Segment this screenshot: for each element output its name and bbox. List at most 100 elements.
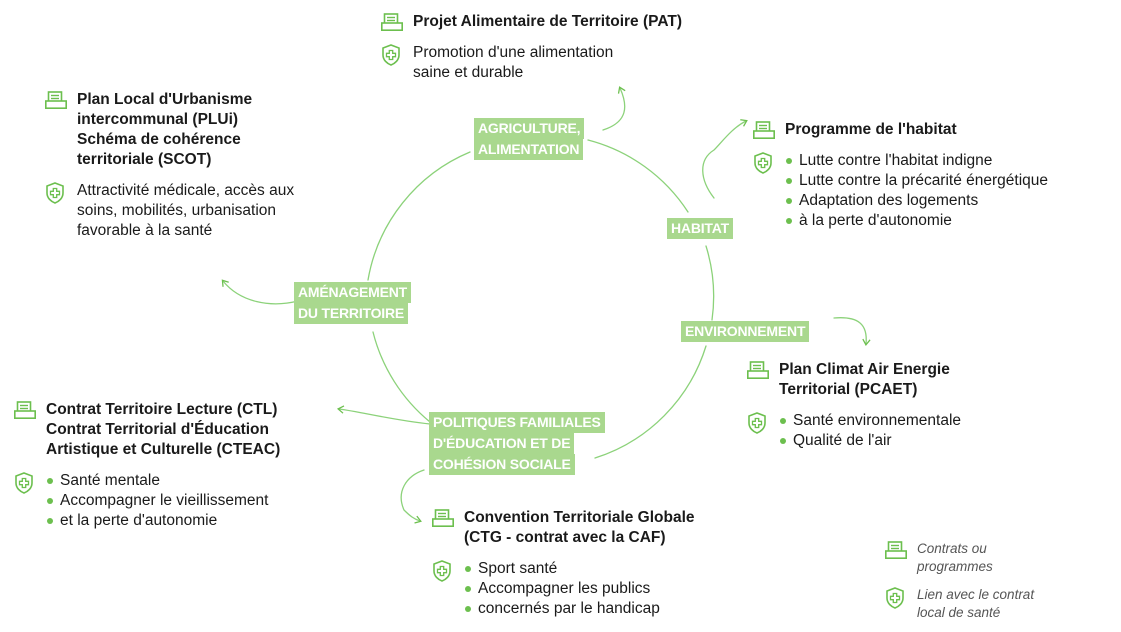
document-icon bbox=[885, 541, 907, 559]
document-icon bbox=[14, 401, 36, 419]
title-line: Schéma de cohérence bbox=[77, 131, 241, 148]
theme-line: AGRICULTURE, bbox=[474, 118, 585, 139]
ctg-bullets: Sport santé Accompagner les publics conc… bbox=[464, 559, 762, 619]
arrow-agriculture bbox=[602, 86, 626, 131]
ctg-title: Convention Territoriale Globale (CTG - c… bbox=[464, 508, 762, 548]
block-ctl: Contrat Territoire Lecture (CTL) Contrat… bbox=[14, 400, 344, 531]
list-item-continuation: concernés par le handicap bbox=[464, 599, 762, 619]
title-line: Plan Local d'Urbanisme bbox=[77, 91, 253, 108]
list-item: Santé environnementale bbox=[779, 411, 1087, 431]
block-plui: Plan Local d'Urbanisme intercommunal (PL… bbox=[45, 90, 375, 241]
title-line: Artistique et Culturelle (CTEAC) bbox=[46, 441, 281, 458]
arc-agriculture-habitat bbox=[587, 139, 689, 213]
title-line: Projet Alimentaire de Territoire (PAT) bbox=[413, 13, 683, 30]
health-shield-icon bbox=[15, 472, 33, 494]
health-shield-icon bbox=[382, 44, 400, 66]
theme-politiques: POLITIQUES FAMILIALES D'ÉDUCATION ET DE … bbox=[429, 412, 605, 475]
ctl-bullets: Santé mentale Accompagner le vieillissem… bbox=[46, 471, 344, 531]
title-line: Programme de l'habitat bbox=[785, 121, 957, 138]
title-row: Plan Local d'Urbanisme intercommunal (PL… bbox=[45, 90, 375, 170]
health-shield-icon bbox=[748, 412, 766, 434]
list-item: Accompagner les publics bbox=[464, 579, 762, 599]
document-icon bbox=[45, 91, 67, 109]
theme-amenagement: AMÉNAGEMENT DU TERRITOIRE bbox=[294, 282, 412, 324]
theme-agriculture: AGRICULTURE, ALIMENTATION bbox=[474, 118, 585, 160]
title-row: Plan Climat Air Energie Territorial (PCA… bbox=[747, 360, 1087, 400]
health-link: Sport santé Accompagner les publics conc… bbox=[432, 559, 762, 619]
list-item: Accompagner le vieillissement bbox=[46, 491, 344, 511]
list-item-continuation: et la perte d'autonomie bbox=[46, 511, 344, 531]
health-line: favorable à la santé bbox=[77, 222, 213, 239]
arc-environnement-politiques bbox=[594, 345, 707, 459]
arrow-amenagement bbox=[221, 279, 299, 305]
title-line: Territorial (PCAET) bbox=[779, 381, 918, 398]
document-icon bbox=[753, 121, 775, 139]
health-line: Attractivité médicale, accès aux bbox=[77, 182, 295, 199]
legend-contracts: Contrats ou programmes bbox=[885, 540, 1105, 576]
theme-line: ALIMENTATION bbox=[474, 139, 584, 160]
title-row: Contrat Territoire Lecture (CTL) Contrat… bbox=[14, 400, 344, 460]
health-link: Lutte contre l'habitat indigne Lutte con… bbox=[753, 151, 1121, 231]
theme-environnement: ENVIRONNEMENT bbox=[681, 321, 810, 342]
health-shield-icon bbox=[886, 587, 904, 609]
legend-line: Contrats ou bbox=[917, 541, 987, 556]
theme-line: HABITAT bbox=[667, 218, 733, 239]
title-line: Convention Territoriale Globale bbox=[464, 509, 695, 526]
pcaet-title: Plan Climat Air Energie Territorial (PCA… bbox=[779, 360, 1087, 400]
theme-line: DU TERRITOIRE bbox=[294, 303, 409, 324]
arrow-politiques-left bbox=[336, 405, 431, 425]
pcaet-bullets: Santé environnementale Qualité de l'air bbox=[779, 411, 1087, 451]
title-line: Contrat Territoire Lecture (CTL) bbox=[46, 401, 278, 418]
health-line: Promotion d'une alimentation bbox=[413, 44, 614, 61]
theme-line: COHÉSION SOCIALE bbox=[429, 454, 575, 475]
legend: Contrats ou programmes Lien avec le cont… bbox=[885, 540, 1105, 622]
list-item: Sport santé bbox=[464, 559, 762, 579]
arrow-environnement bbox=[833, 317, 871, 347]
health-link: Santé mentale Accompagner le vieillissem… bbox=[14, 471, 344, 531]
legend-health: Lien avec le contrat local de santé bbox=[885, 586, 1105, 622]
block-ctg: Convention Territoriale Globale (CTG - c… bbox=[432, 508, 762, 619]
legend-line: Lien avec le contrat bbox=[917, 587, 1035, 602]
list-item: Santé mentale bbox=[46, 471, 344, 491]
arc-habitat-environnement bbox=[705, 245, 715, 321]
document-icon bbox=[432, 509, 454, 527]
health-link: Attractivité médicale, accès aux soins, … bbox=[45, 181, 375, 241]
title-line: Contrat Territorial d'Éducation bbox=[46, 421, 269, 438]
theme-line: POLITIQUES FAMILIALES bbox=[429, 412, 605, 433]
plui-title: Plan Local d'Urbanisme intercommunal (PL… bbox=[77, 90, 375, 170]
title-row: Convention Territoriale Globale (CTG - c… bbox=[432, 508, 762, 548]
document-icon bbox=[747, 361, 769, 379]
list-item-continued-text: à la perte d'autonomie bbox=[799, 212, 952, 229]
list-item-continued-text: concernés par le handicap bbox=[478, 600, 660, 617]
list-item-continued-text: et la perte d'autonomie bbox=[60, 512, 218, 529]
health-link: Promotion d'une alimentation saine et du… bbox=[381, 43, 741, 83]
list-item: Lutte contre l'habitat indigne bbox=[785, 151, 1121, 171]
title-line: territoriale (SCOT) bbox=[77, 151, 212, 168]
title-line: Plan Climat Air Energie bbox=[779, 361, 950, 378]
arc-politiques-amenagement bbox=[372, 331, 431, 423]
legend-line: programmes bbox=[917, 559, 993, 574]
arrow-politiques-down bbox=[400, 469, 425, 524]
title-line: (CTG - contrat avec la CAF) bbox=[464, 529, 666, 546]
health-link: Santé environnementale Qualité de l'air bbox=[747, 411, 1087, 451]
ctl-title: Contrat Territoire Lecture (CTL) Contrat… bbox=[46, 400, 344, 460]
title-row: Projet Alimentaire de Territoire (PAT) bbox=[381, 12, 741, 32]
theme-habitat: HABITAT bbox=[667, 218, 733, 239]
block-habitat: Programme de l'habitat Lutte contre l'ha… bbox=[753, 120, 1121, 231]
health-shield-icon bbox=[46, 182, 64, 204]
title-line: intercommunal (PLUi) bbox=[77, 111, 239, 128]
health-line: soins, mobilités, urbanisation bbox=[77, 202, 277, 219]
theme-line: ENVIRONNEMENT bbox=[681, 321, 810, 342]
health-shield-icon bbox=[754, 152, 772, 174]
theme-line: D'ÉDUCATION ET DE bbox=[429, 433, 575, 454]
arc-amenagement-agriculture bbox=[367, 151, 471, 281]
arrow-habitat bbox=[702, 119, 748, 199]
legend-line: local de santé bbox=[917, 605, 1001, 620]
health-line: saine et durable bbox=[413, 64, 524, 81]
list-item-continuation: à la perte d'autonomie bbox=[785, 211, 1121, 231]
list-item: Adaptation des logements bbox=[785, 191, 1121, 211]
theme-line: AMÉNAGEMENT bbox=[294, 282, 412, 303]
title-row: Programme de l'habitat bbox=[753, 120, 1121, 140]
list-item: Lutte contre la précarité énergétique bbox=[785, 171, 1121, 191]
